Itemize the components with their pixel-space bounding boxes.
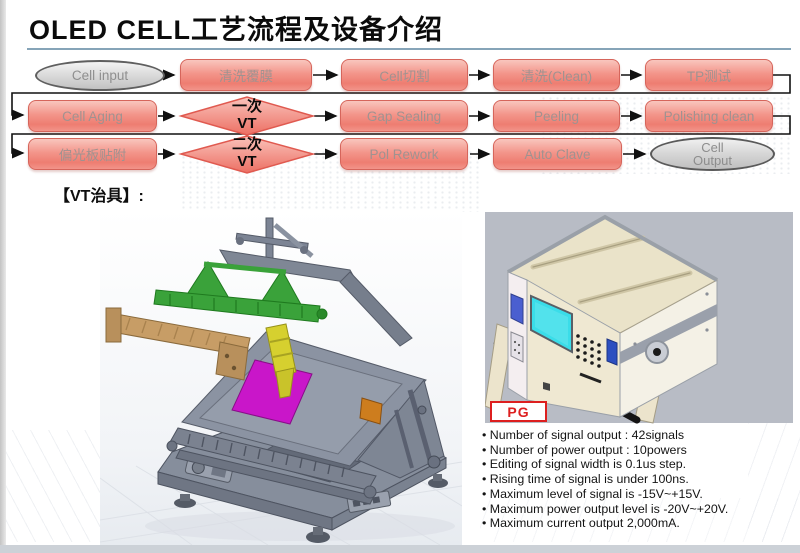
machine-tan-arm: [105, 307, 251, 381]
flow-node-clean: 清洗(Clean): [493, 59, 620, 91]
vt-jig-machine-image: [100, 210, 462, 545]
flow-node-peeling: Peeling: [493, 100, 620, 132]
spec-item: Maximum level of signal is -15V~+15V.: [482, 487, 800, 502]
pg-spec-list: Number of signal output : 42signals Numb…: [482, 428, 800, 531]
connector-port-blue: [510, 293, 524, 325]
part-orange: [359, 397, 383, 425]
decision-label-vt1: 一次 VT: [231, 98, 262, 132]
spec-item: Editing of signal width is 0.1us step.: [482, 457, 800, 472]
flow-node-tp-test: TP测试: [645, 59, 773, 91]
section-label-vt-jig: 【VT治具】:: [54, 188, 144, 205]
spec-item: Number of power output : 10powers: [482, 443, 800, 458]
flow-node-gap-sealing: Gap Sealing: [340, 100, 468, 132]
slide-bottom-edge: [0, 545, 800, 553]
title-underline: [27, 48, 791, 50]
decision-diamond-vt1: [178, 96, 316, 136]
flow-node-cell-aging: Cell Aging: [28, 100, 157, 132]
flow-node-clean-film: 清洗覆膜: [180, 59, 312, 91]
decision-label-vt2: 二次 VT: [231, 136, 262, 170]
flow-node-pol-rework: Pol Rework: [340, 138, 468, 170]
flow-node-auto-clave: Auto Clave: [493, 138, 622, 170]
flow-node-polishing-clean: Polishing clean: [645, 100, 773, 132]
decision-diamond-vt2: [178, 135, 316, 174]
machine-right-support: [357, 378, 445, 479]
flow-node-cell-input: Cell input: [35, 60, 165, 91]
flow-node-cell-output: Cell Output: [650, 137, 775, 171]
instrument-button-blue: [606, 338, 618, 366]
flow-node-cell-cut: Cell切割: [341, 59, 468, 91]
spec-item: Maximum power output level is -20V~+20V.: [482, 502, 800, 517]
instrument-keypad: [576, 334, 601, 368]
pg-instrument-image: [485, 212, 793, 424]
machine-front-rail: [166, 427, 377, 505]
page-title: OLED CELL工艺流程及设备介绍: [29, 15, 443, 45]
spec-item: Maximum current output 2,000mA.: [482, 516, 800, 531]
spec-item: Number of signal output : 42signals: [482, 428, 800, 443]
spec-item: Rising time of signal is under 100ns.: [482, 472, 800, 487]
machine-yellow-tool: [265, 323, 297, 399]
pg-label: PG: [490, 401, 547, 422]
watermark-grid: [0, 430, 108, 542]
slide-left-edge: [0, 0, 6, 553]
flow-node-polarizer-attach: 偏光板贴附: [28, 138, 157, 170]
machine-green-gantry: [153, 261, 328, 323]
instrument-body: [506, 214, 719, 418]
machine-top-mast: [219, 217, 413, 347]
flowchart-connectors: [11, 69, 791, 174]
